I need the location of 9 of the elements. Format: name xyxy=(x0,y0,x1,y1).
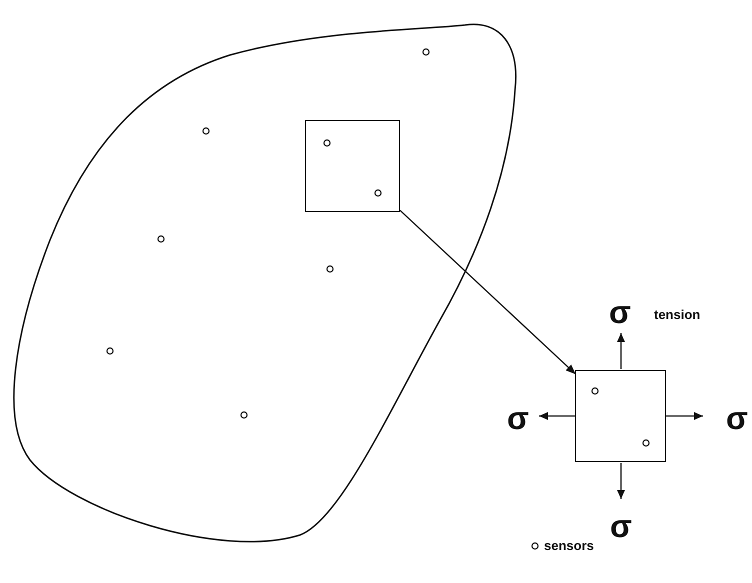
stress-symbol: σ xyxy=(726,402,748,434)
square-outline xyxy=(575,370,666,462)
legend-label: sensors xyxy=(544,539,594,552)
stress-symbol: σ xyxy=(507,402,529,434)
stress-symbol: σ xyxy=(609,296,631,328)
square-outline xyxy=(305,120,400,212)
stress-symbol: σ xyxy=(610,510,632,542)
arrow xyxy=(400,210,576,374)
stress-label: tension xyxy=(654,308,700,321)
